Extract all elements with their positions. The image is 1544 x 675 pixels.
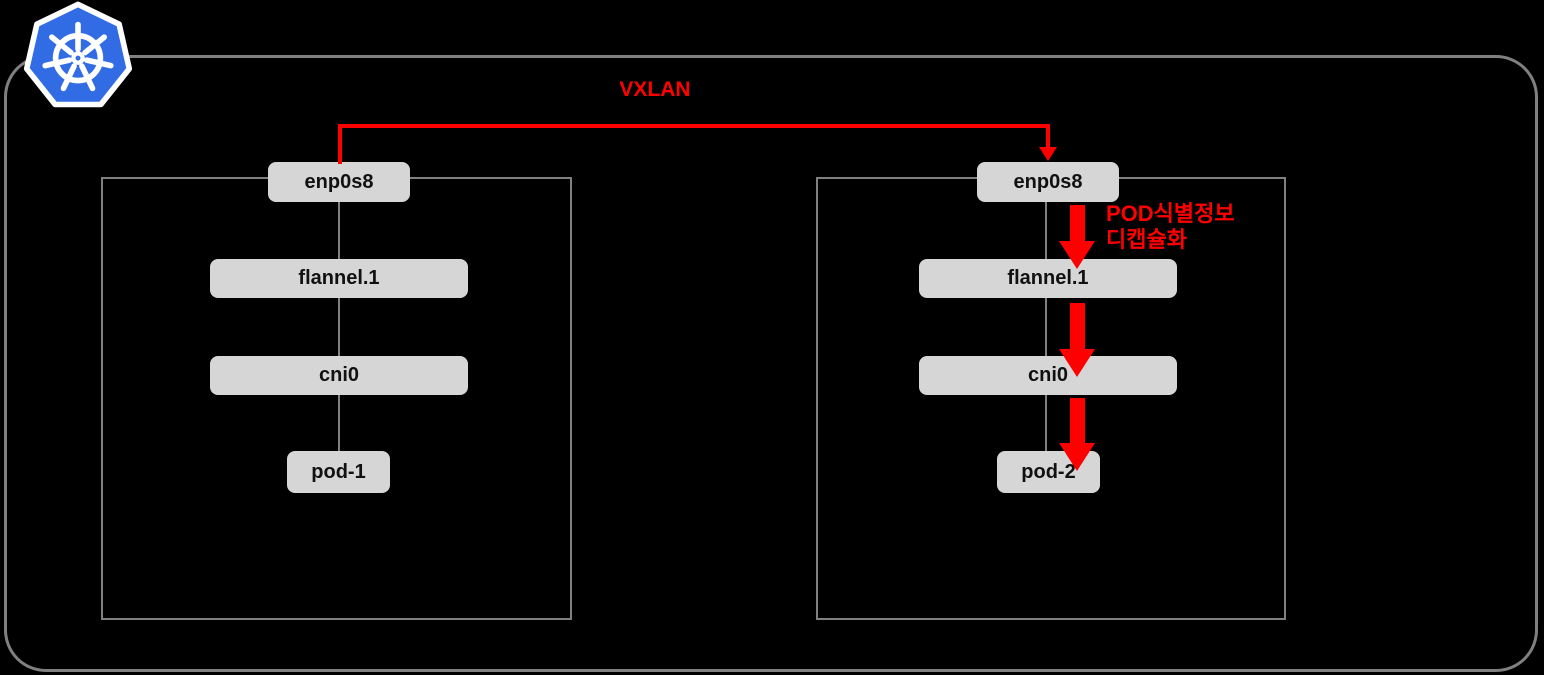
node-left-rect — [101, 177, 572, 620]
decap-arrow-2-shaft — [1070, 303, 1085, 349]
node-right-box-cni0: cni0 — [919, 356, 1177, 395]
vxlan-arrowhead-icon — [1039, 147, 1057, 161]
decap-arrow-2-head-icon — [1059, 349, 1095, 377]
vxlan-arrow-horizontal-segment — [338, 124, 1050, 128]
decap-arrow-3-head-icon — [1059, 443, 1095, 471]
decap-label-line1: POD식별정보 — [1106, 201, 1235, 226]
decap-label-line2: 디캡슐화 — [1106, 227, 1187, 252]
decap-arrow-1-head-icon — [1059, 241, 1095, 269]
node-left-box-cni0: cni0 — [210, 356, 468, 395]
node-right-box-flannel1: flannel.1 — [919, 259, 1177, 298]
decap-arrow-3-shaft — [1070, 398, 1085, 443]
kubernetes-logo-icon — [23, 1, 133, 108]
node-left-box-pod-1: pod-1 — [287, 451, 390, 493]
decap-arrow-1-shaft — [1070, 205, 1085, 241]
node-left-connector-line — [338, 202, 340, 451]
node-right-box-enp0s8: enp0s8 — [977, 162, 1119, 202]
vxlan-arrow-left-segment — [338, 124, 342, 164]
decap-label: POD식별정보 디캡슐화 — [1106, 201, 1235, 253]
vxlan-label: VXLAN — [619, 78, 691, 101]
node-left-box-enp0s8: enp0s8 — [268, 162, 410, 202]
vxlan-arrow-right-segment — [1046, 124, 1050, 148]
node-right-connector-line — [1045, 202, 1047, 451]
cluster-frame — [4, 55, 1538, 672]
node-left-box-flannel1: flannel.1 — [210, 259, 468, 298]
